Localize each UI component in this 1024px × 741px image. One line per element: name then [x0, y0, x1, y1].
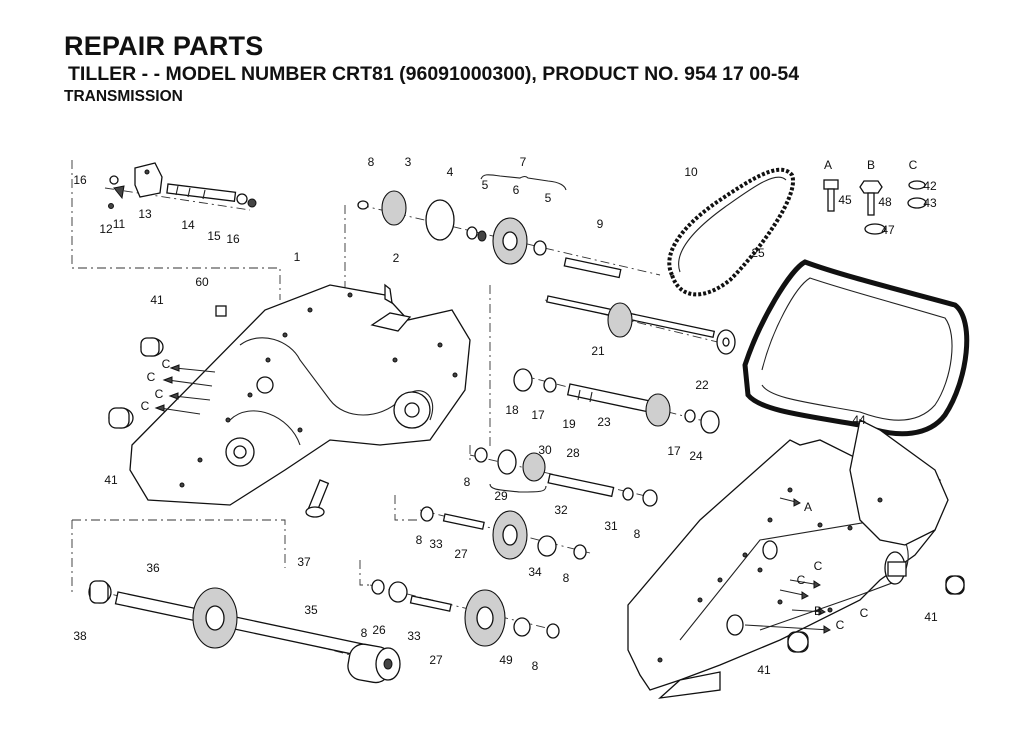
callout-label: 32	[554, 503, 568, 517]
callout-label: A	[804, 500, 812, 514]
callout-label: 7	[520, 155, 527, 169]
callout-label: 41	[104, 473, 118, 487]
callout-label: 3	[405, 155, 412, 169]
callout-label: 29	[494, 489, 508, 503]
callout-label: 45	[838, 193, 852, 207]
callout-label: 41	[924, 610, 938, 624]
callout-label: 16	[226, 232, 240, 246]
callout-label: 35	[304, 603, 318, 617]
callout-label: B	[867, 158, 875, 172]
output-axle	[88, 580, 401, 684]
page-subtitle: TILLER - - MODEL NUMBER CRT81 (960910003…	[68, 63, 800, 85]
callout-label: 8	[368, 155, 375, 169]
callout-label: 33	[429, 537, 443, 551]
callout-label: 17	[531, 408, 545, 422]
callout-label: 36	[146, 561, 160, 575]
callout-label: 33	[407, 629, 421, 643]
callout-label: 25	[751, 246, 765, 260]
shaft-19	[513, 368, 720, 434]
callout-label: C	[814, 559, 823, 573]
callout-label: 18	[505, 403, 519, 417]
callout-label: 8	[634, 527, 641, 541]
callout-label: 43	[923, 196, 937, 210]
callout-label: 12	[99, 222, 113, 236]
callout-label: 4	[447, 165, 454, 179]
callout-label: 13	[138, 207, 152, 221]
callout-label: 8	[416, 533, 423, 547]
right-gear-case	[627, 419, 949, 699]
callout-label: 17	[667, 444, 681, 458]
callout-label: C	[147, 370, 156, 384]
callout-label: C	[155, 387, 164, 401]
callout-label: 28	[566, 446, 580, 460]
callout-label: C	[797, 573, 806, 587]
callout-label: 60	[195, 275, 209, 289]
callout-label: 48	[878, 195, 892, 209]
callout-label: 27	[429, 653, 443, 667]
callout-label: 23	[597, 415, 611, 429]
lever-37	[305, 479, 330, 518]
callout-label: 16	[73, 173, 87, 187]
page-title: REPAIR PARTS	[64, 31, 264, 61]
callout-label: 47	[881, 223, 895, 237]
callout-label: 10	[684, 165, 698, 179]
callout-label: C	[141, 399, 150, 413]
callout-label: 24	[689, 449, 703, 463]
callout-label: 38	[73, 629, 87, 643]
callout-label: 8	[464, 475, 471, 489]
left-bearings	[108, 337, 216, 429]
gasket	[742, 259, 970, 437]
callout-label: 14	[181, 218, 195, 232]
shaft-21	[545, 295, 736, 355]
callout-label: 27	[454, 547, 468, 561]
callout-label: 41	[150, 293, 164, 307]
callout-label: 5	[482, 178, 489, 192]
callout-label: 9	[597, 217, 604, 231]
callout-label: 22	[695, 378, 709, 392]
left-gear-case	[129, 283, 471, 506]
right-case-holes	[657, 487, 883, 663]
fasteners-key	[823, 179, 927, 235]
shaft-33-lower	[371, 579, 560, 647]
callout-label: 1	[294, 250, 301, 264]
callout-label: 15	[207, 229, 221, 243]
section-title: TRANSMISSION	[64, 88, 183, 105]
callout-label: 8	[563, 571, 570, 585]
callout-label: A	[824, 158, 832, 172]
callout-label: 42	[923, 179, 937, 193]
callout-label: 11	[113, 217, 126, 231]
callout-label: B	[814, 604, 822, 618]
callout-label: 37	[297, 555, 311, 569]
shaft-33-upper	[420, 506, 587, 560]
callout-label: 31	[604, 519, 618, 533]
rod-assembly	[108, 162, 257, 209]
callout-label: C	[860, 606, 869, 620]
page-header: REPAIR PARTS TILLER - - MODEL NUMBER CRT…	[64, 30, 1004, 108]
callout-label: 44	[852, 413, 866, 427]
callout-label: 2	[393, 251, 400, 265]
callout-label: 41	[757, 663, 771, 677]
callout-label: 19	[562, 417, 576, 431]
case-bolt-holes	[179, 292, 458, 488]
callout-label: 8	[532, 659, 539, 673]
callout-label: C	[836, 618, 845, 632]
drive-chain	[667, 167, 796, 297]
callout-label: C	[162, 357, 171, 371]
callout-label: 6	[513, 183, 520, 197]
callout-label: 49	[499, 653, 513, 667]
upper-gears	[357, 174, 622, 279]
callout-label: 30	[538, 443, 552, 457]
callout-label: 26	[372, 623, 386, 637]
right-bearings	[787, 575, 965, 653]
shaft-32	[474, 447, 658, 507]
callout-label: 5	[545, 191, 552, 205]
callout-label: 34	[528, 565, 542, 579]
callout-label: C	[909, 158, 918, 172]
callout-label: 8	[361, 626, 368, 640]
callout-label: 21	[591, 344, 605, 358]
